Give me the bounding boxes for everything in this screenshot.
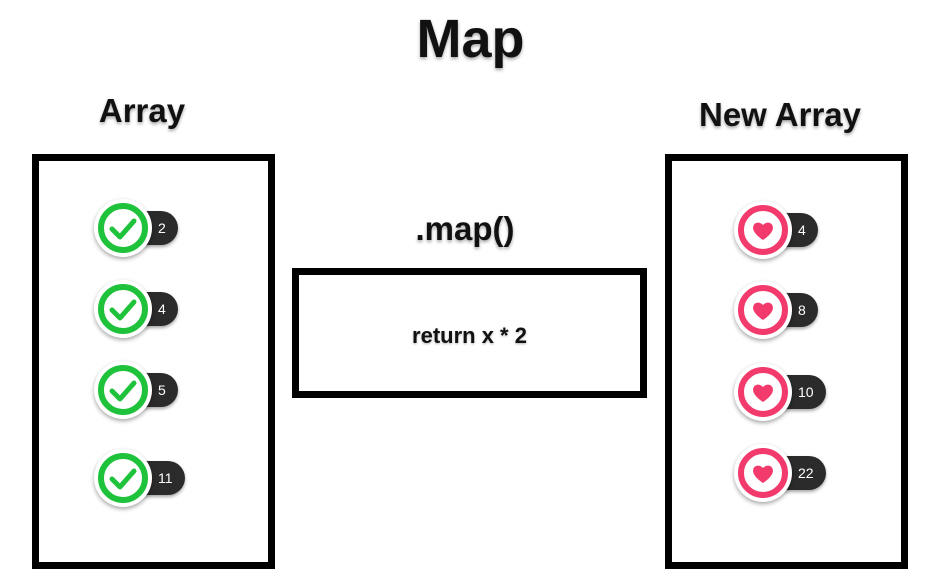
check-circle-icon	[94, 361, 152, 419]
check-circle-icon	[94, 280, 152, 338]
check-circle-icon	[94, 199, 152, 257]
heart-circle-icon	[734, 201, 792, 259]
array-heading: Array	[98, 92, 186, 129]
map-function-label: .map()	[415, 210, 515, 247]
heart-circle-icon	[734, 363, 792, 421]
map-function-body: return x * 2	[412, 323, 527, 348]
heart-circle-icon	[734, 281, 792, 339]
check-circle-icon	[94, 449, 152, 507]
diagram-title: Map	[416, 9, 525, 69]
heart-circle-icon	[734, 444, 792, 502]
map-function-box	[292, 268, 647, 398]
new-array-heading: New Array	[698, 96, 862, 133]
